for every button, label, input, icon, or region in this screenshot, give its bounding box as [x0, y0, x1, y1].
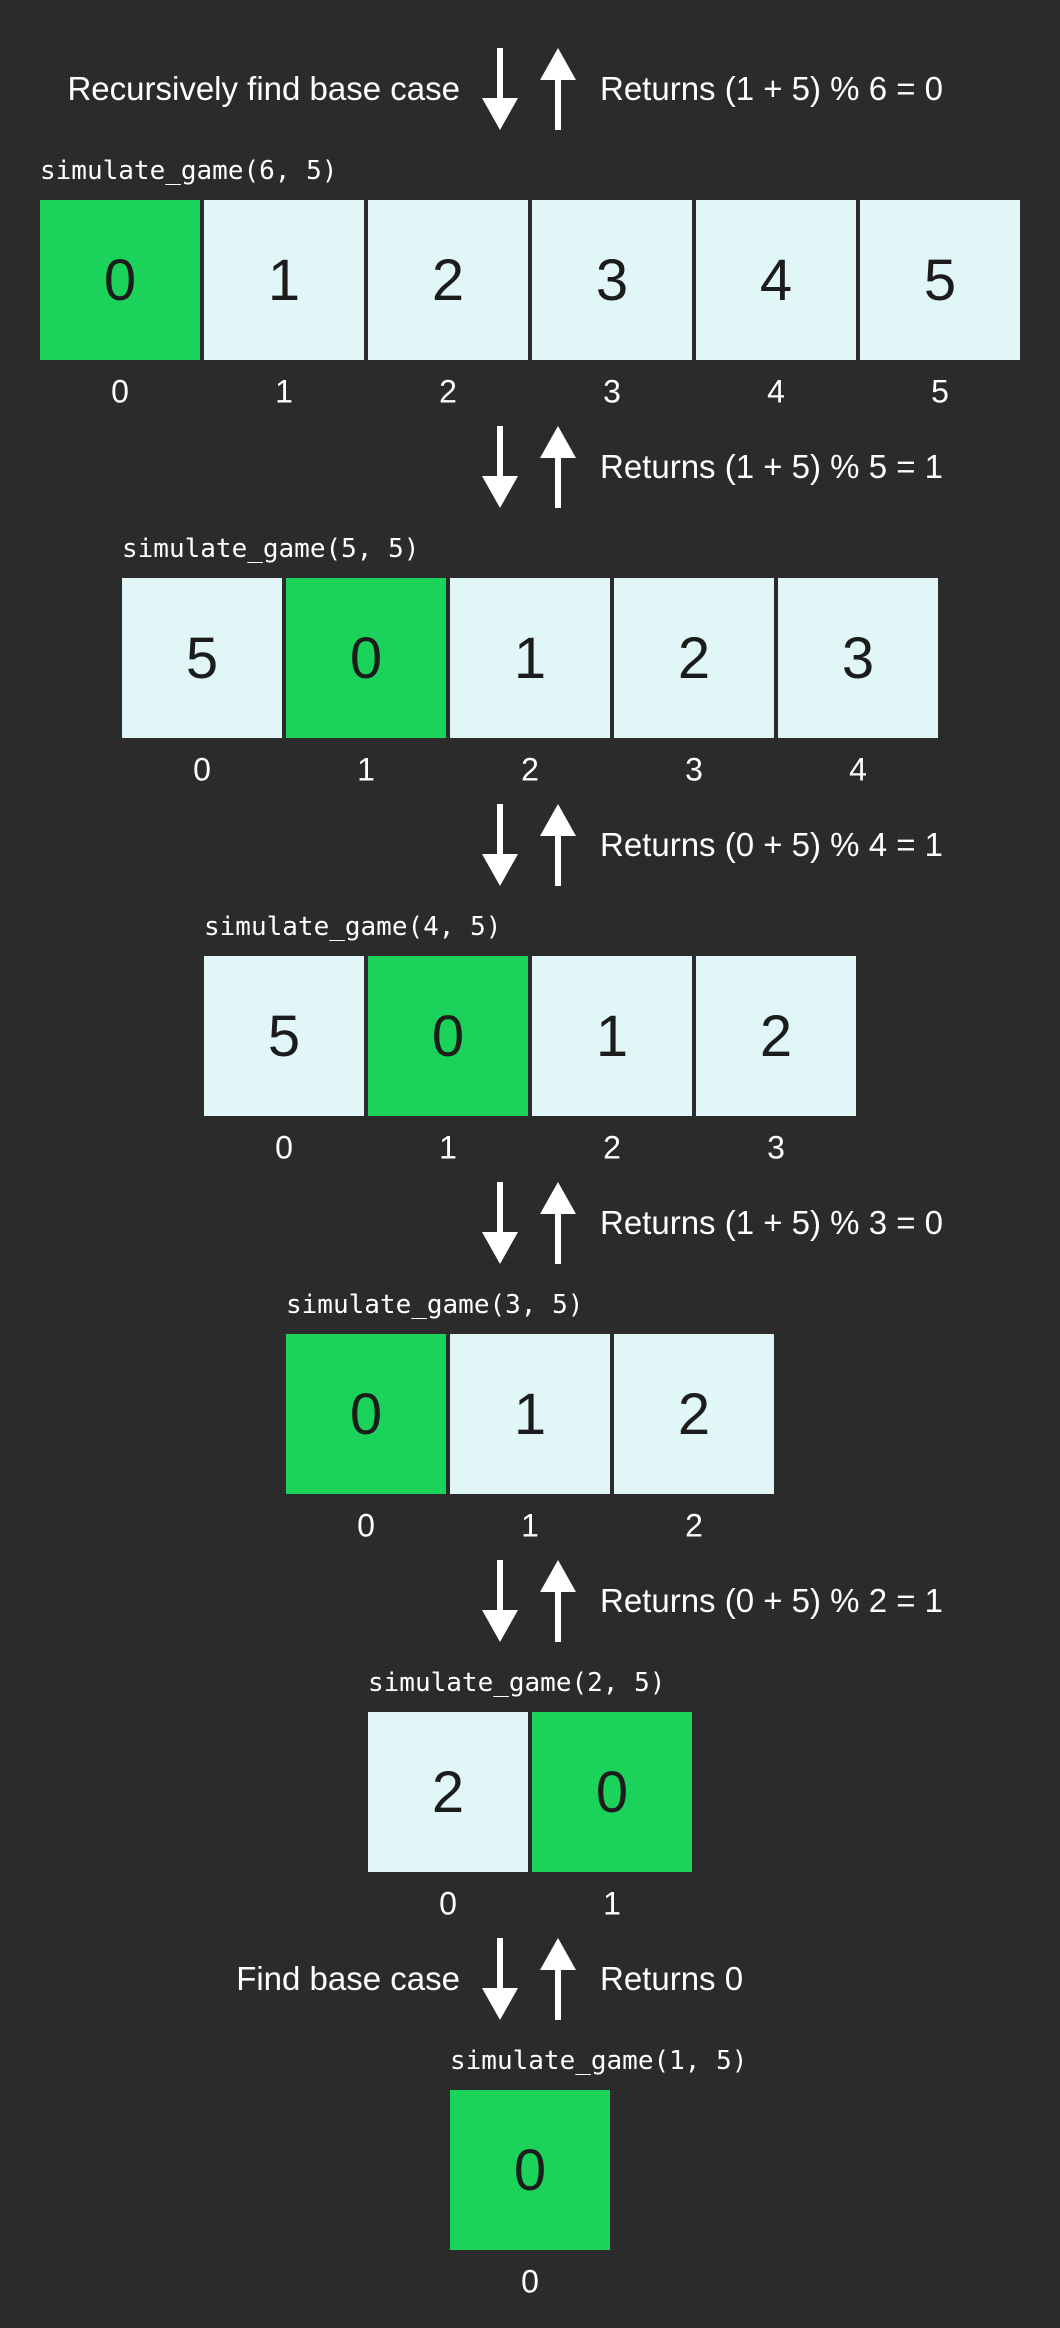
arrow-up-icon	[540, 1560, 576, 1642]
array-cell: 4	[696, 200, 856, 360]
array-index-label: 1	[275, 373, 293, 410]
array-index-label: 2	[521, 751, 539, 788]
array-index-label: 2	[685, 1507, 703, 1544]
array-index-label: 0	[193, 751, 211, 788]
arrow-down-icon	[482, 1938, 518, 2020]
array-cell: 5	[860, 200, 1020, 360]
array-index-label: 1	[521, 1507, 539, 1544]
array-cell: 2	[614, 578, 774, 738]
arrow-up-icon	[540, 48, 576, 130]
step-return-label: Returns (0 + 5) % 4 = 1	[600, 826, 944, 863]
step-return-label: Returns (1 + 5) % 5 = 1	[600, 448, 944, 485]
array-index-label: 0	[521, 2263, 539, 2300]
array-cell-active: 0	[368, 956, 528, 1116]
array-cell: 1	[450, 1334, 610, 1494]
array-index-label: 0	[439, 1885, 457, 1922]
array-index-label: 0	[111, 373, 129, 410]
function-call-label: simulate_game(4, 5)	[204, 912, 502, 942]
array-index-label: 3	[767, 1129, 785, 1166]
array-index-label: 3	[603, 373, 621, 410]
arrow-down-icon	[482, 48, 518, 130]
array-cell: 1	[450, 578, 610, 738]
array-index-label: 1	[357, 751, 375, 788]
array-cell-active: 0	[450, 2090, 610, 2250]
step-return-label: Returns (1 + 5) % 6 = 0	[600, 70, 944, 107]
arrow-down-icon	[482, 1560, 518, 1642]
array-index-label: 3	[685, 751, 703, 788]
array-cell-active: 0	[286, 578, 446, 738]
array-cell: 3	[778, 578, 938, 738]
function-call-label: simulate_game(3, 5)	[286, 1290, 584, 1320]
function-call-label: simulate_game(2, 5)	[368, 1668, 666, 1698]
function-call-label: simulate_game(6, 5)	[40, 156, 338, 186]
array-cell-active: 0	[532, 1712, 692, 1872]
array-index-label: 5	[931, 373, 949, 410]
array-cell: 1	[204, 200, 364, 360]
arrow-down-icon	[482, 1182, 518, 1264]
array-index-label: 0	[357, 1507, 375, 1544]
array-cell: 2	[368, 1712, 528, 1872]
function-call-label: simulate_game(5, 5)	[122, 534, 420, 564]
array-index-label: 2	[603, 1129, 621, 1166]
array-index-label: 1	[439, 1129, 457, 1166]
arrow-up-icon	[540, 426, 576, 508]
array-cell: 2	[696, 956, 856, 1116]
array-index-label: 1	[603, 1885, 621, 1922]
step-down-label: Recursively find base case	[67, 70, 460, 107]
arrow-down-icon	[482, 804, 518, 886]
function-call-label: simulate_game(1, 5)	[450, 2046, 748, 2076]
array-index-label: 2	[439, 373, 457, 410]
array-cell: 5	[204, 956, 364, 1116]
step-down-label: Find base case	[236, 1960, 460, 1997]
arrow-up-icon	[540, 1182, 576, 1264]
arrow-up-icon	[540, 804, 576, 886]
array-cell: 2	[368, 200, 528, 360]
step-return-label: Returns 0	[600, 1960, 744, 1997]
array-cell: 1	[532, 956, 692, 1116]
array-cell-active: 0	[286, 1334, 446, 1494]
step-return-label: Returns (1 + 5) % 3 = 0	[600, 1204, 944, 1241]
step-return-label: Returns (0 + 5) % 2 = 1	[600, 1582, 944, 1619]
arrow-up-icon	[540, 1938, 576, 2020]
array-cell: 2	[614, 1334, 774, 1494]
array-cell-active: 0	[40, 200, 200, 360]
array-index-label: 4	[849, 751, 867, 788]
array-cell: 3	[532, 200, 692, 360]
array-index-label: 4	[767, 373, 785, 410]
array-index-label: 0	[275, 1129, 293, 1166]
array-cell: 5	[122, 578, 282, 738]
arrow-down-icon	[482, 426, 518, 508]
